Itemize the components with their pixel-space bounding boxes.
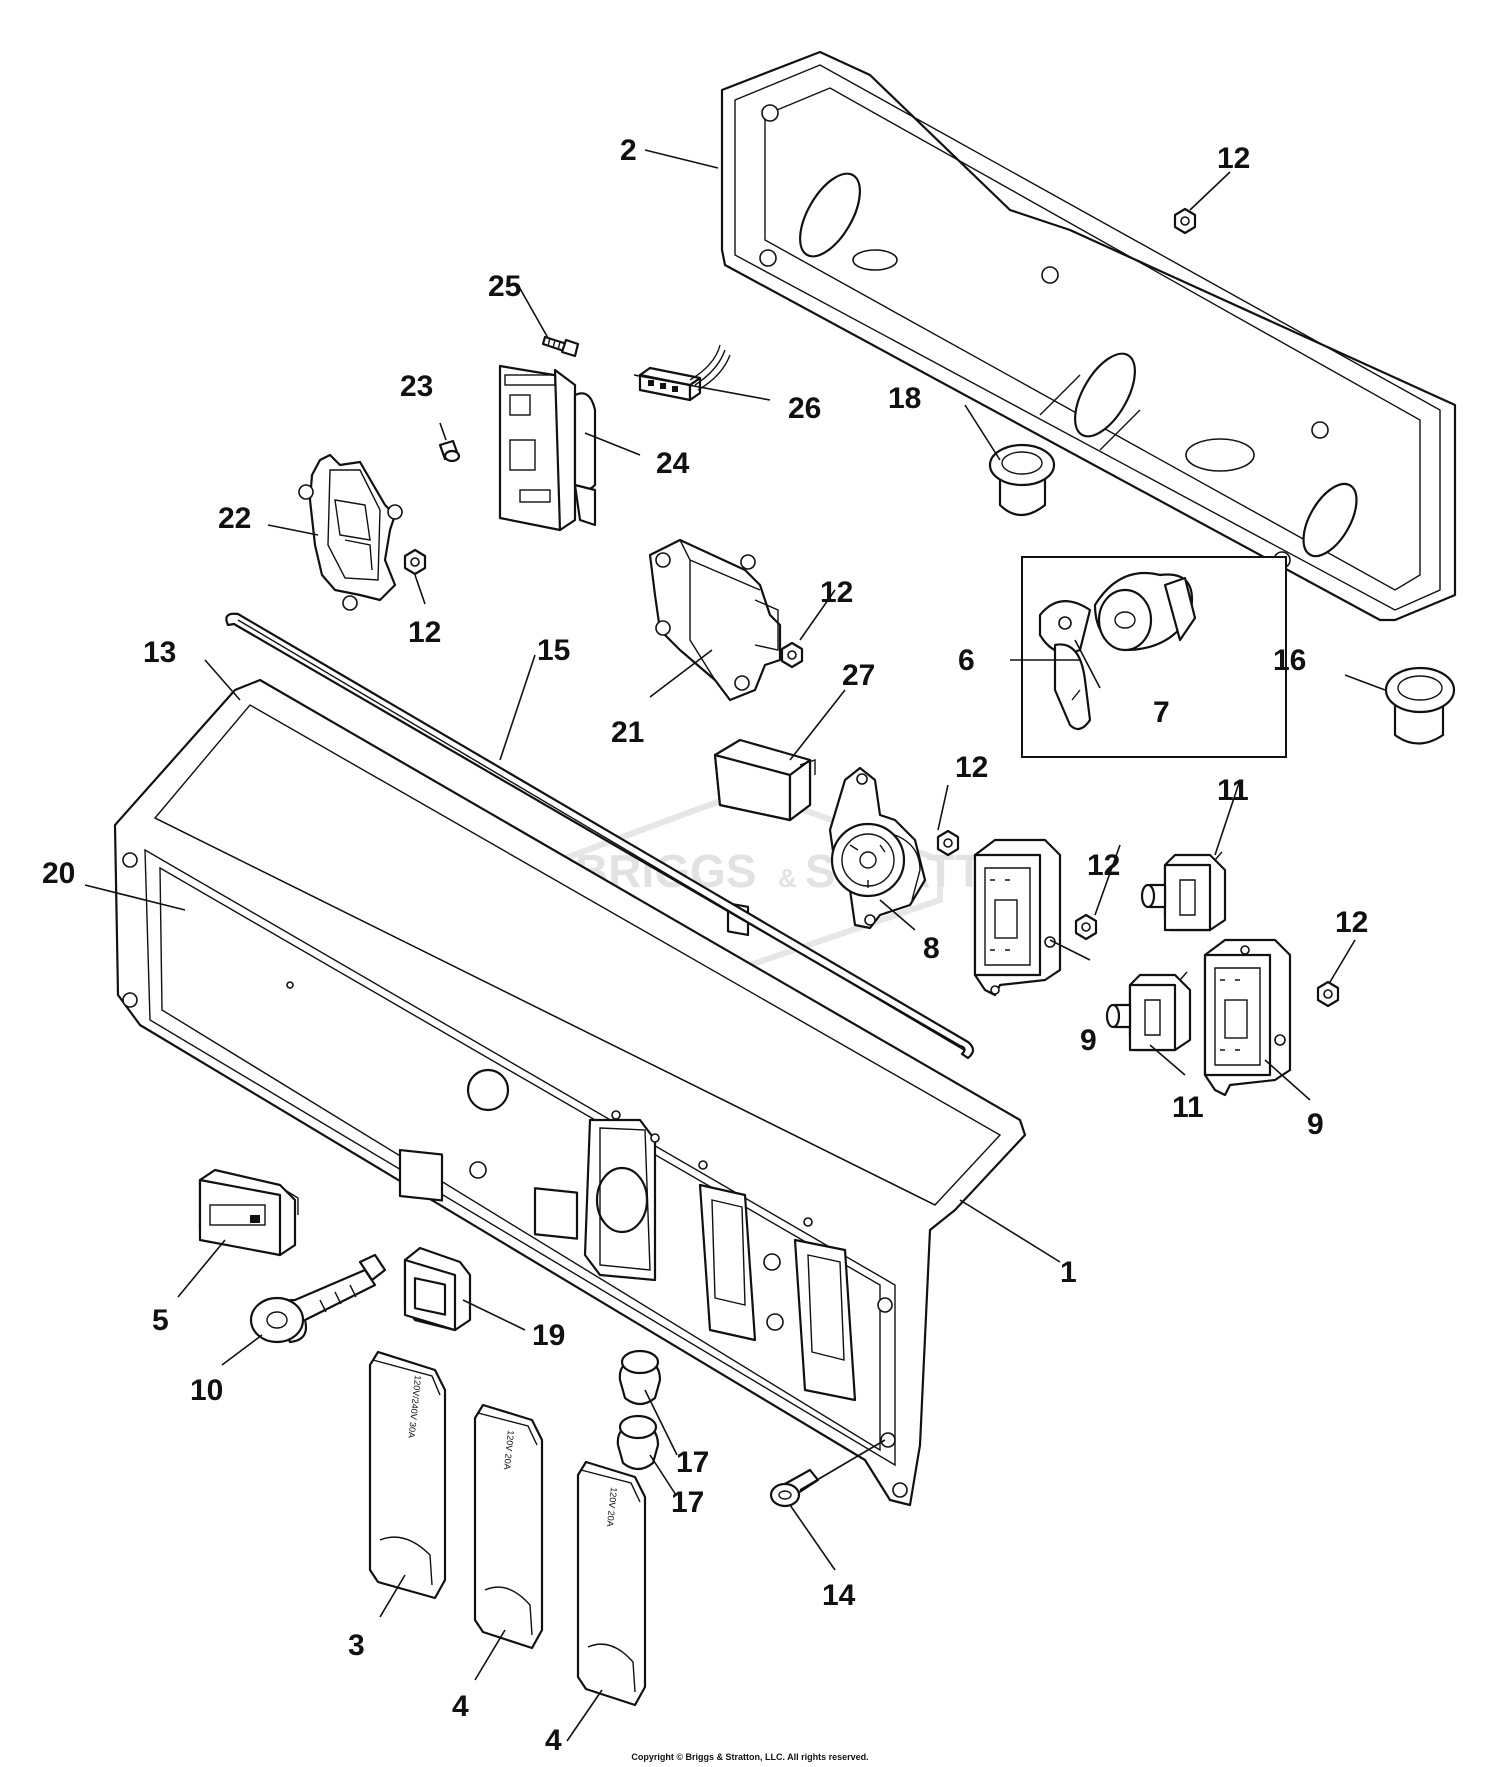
part-16-grommet[interactable] [1384, 666, 1456, 745]
callout-4-a: 4 [452, 1690, 469, 1723]
part-11-circuit-breaker[interactable] [1140, 851, 1227, 932]
part-25-screw[interactable] [541, 335, 580, 358]
part-9-gfci-receptacle[interactable] [1203, 938, 1292, 1097]
callout-22: 22 [218, 502, 251, 535]
callout-4-b: 4 [545, 1724, 562, 1757]
part-26-wire-connector[interactable] [638, 344, 731, 402]
callout-3: 3 [348, 1629, 365, 1662]
callout-6: 6 [958, 644, 975, 677]
callout-24: 24 [656, 447, 690, 480]
callout-17-a: 17 [676, 1446, 709, 1479]
callout-16: 16 [1273, 644, 1306, 677]
watermark-ampersand: & [778, 863, 797, 893]
callout-20: 20 [42, 857, 75, 890]
callout-9-a: 9 [1080, 1024, 1097, 1057]
callout-25: 25 [488, 270, 521, 303]
callout-2: 2 [620, 134, 637, 167]
callout-9-b: 9 [1307, 1108, 1324, 1141]
part-12-nut[interactable] [780, 641, 804, 669]
callout-14: 14 [822, 1579, 856, 1612]
callout-26: 26 [788, 392, 821, 425]
part-12-nut[interactable] [1316, 980, 1340, 1008]
part-2-housing[interactable] [720, 50, 1457, 622]
part-3-outlet-cover[interactable]: 120V/240V 30A [368, 1350, 447, 1600]
callout-12-b: 12 [408, 616, 441, 649]
part-18-grommet[interactable] [988, 443, 1056, 517]
part-8-twist-lock-receptacle[interactable] [828, 766, 927, 930]
part-19-rocker-switch[interactable] [403, 1246, 472, 1332]
leader-lines [84, 149, 1386, 1742]
callout-8: 8 [923, 932, 940, 965]
part-21-switch[interactable] [648, 538, 782, 702]
part-9-gfci-receptacle[interactable] [973, 838, 1062, 997]
callout-15: 15 [537, 634, 570, 667]
callout-numbers: 1 2 3 4 4 5 6 7 8 9 9 10 11 11 12 12 12 … [42, 134, 1368, 1757]
callout-10: 10 [190, 1374, 223, 1407]
part-23-pin[interactable] [438, 439, 461, 463]
callout-12-e: 12 [1087, 849, 1120, 882]
callout-18: 18 [888, 382, 921, 415]
part-6-ignition-switch-kit[interactable] [1021, 556, 1287, 758]
callout-17-b: 17 [671, 1486, 704, 1519]
callout-12-c: 12 [820, 576, 853, 609]
part-17-knob[interactable] [616, 1414, 660, 1471]
callout-11-a: 11 [1217, 774, 1249, 807]
callout-5: 5 [152, 1304, 169, 1337]
part-11-circuit-breaker[interactable] [1105, 971, 1192, 1052]
part-14-screw[interactable] [769, 1468, 820, 1508]
callout-1: 1 [1060, 1256, 1077, 1289]
callout-23: 23 [400, 370, 433, 403]
part-10-choke-knob[interactable] [249, 1253, 387, 1344]
callout-12-a: 12 [1217, 142, 1250, 175]
callout-7: 7 [1153, 696, 1170, 729]
callout-21: 21 [611, 716, 644, 749]
part-12-nut[interactable] [1074, 913, 1098, 941]
callout-13: 13 [143, 636, 176, 669]
part-4-outlet-cover[interactable]: 120V 20A [473, 1403, 544, 1650]
part-4-outlet-cover[interactable]: 120V 20A [576, 1460, 647, 1707]
part-24-circuit-board[interactable] [498, 364, 597, 532]
part-12-nut[interactable] [936, 829, 960, 857]
part-12-nut[interactable] [403, 548, 427, 576]
part-15-gasket-strip[interactable] [225, 612, 975, 1060]
callout-11-b: 11 [1172, 1091, 1204, 1124]
part-22-bracket[interactable] [298, 453, 403, 611]
part-17-knob[interactable] [618, 1349, 662, 1406]
cover-4a-rating: 120V 20A [502, 1430, 516, 1470]
cover-4b-rating: 120V 20A [605, 1487, 619, 1527]
part-1-control-panel[interactable] [113, 678, 1027, 1507]
callout-19: 19 [532, 1319, 565, 1352]
part-12-nut[interactable] [1173, 207, 1197, 235]
copyright-notice: Copyright © Briggs & Stratton, LLC. All … [631, 1752, 869, 1762]
callout-27: 27 [842, 659, 875, 692]
part-5-hour-meter[interactable] [198, 1168, 299, 1257]
callout-12-d: 12 [955, 751, 988, 784]
callout-12-f: 12 [1335, 906, 1368, 939]
